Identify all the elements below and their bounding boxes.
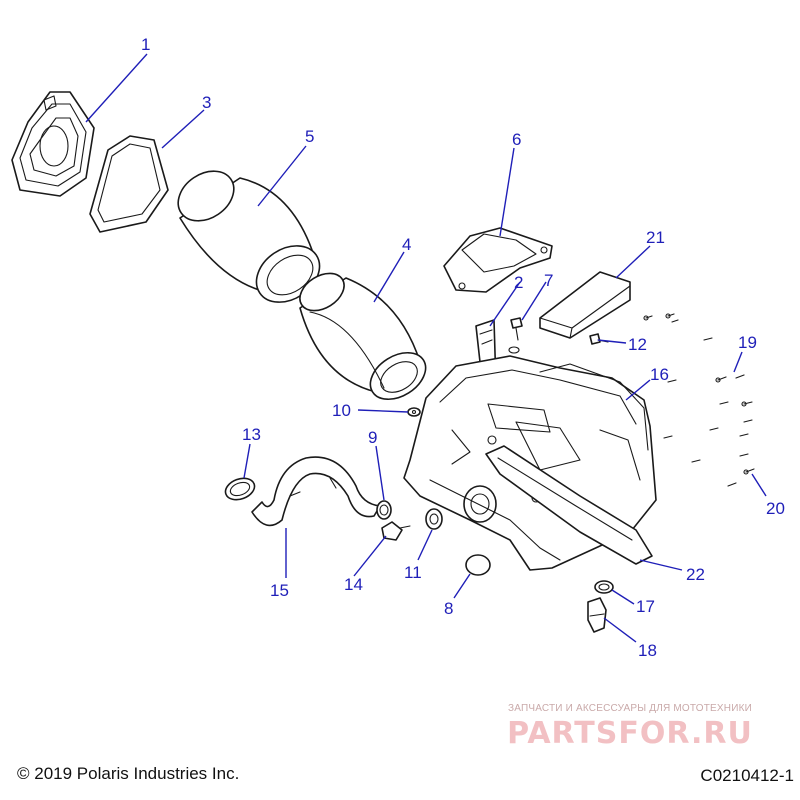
part-13-hose-clamp	[224, 477, 256, 501]
callout-10: 10	[332, 401, 351, 420]
callout-7: 7	[544, 271, 553, 290]
part-7-screw	[508, 317, 523, 354]
part-21-foam-block	[539, 271, 631, 339]
leader-8	[453, 573, 471, 599]
leader-22	[639, 559, 683, 571]
callout-11: 11	[404, 563, 422, 582]
leader-6	[499, 147, 515, 237]
callout-12: 12	[628, 335, 647, 354]
watermark-logo: PARTSFOR.RU	[507, 716, 753, 751]
leader-9	[375, 445, 385, 501]
callout-labels: 1 2 3 4 5 6 7 8 9 10 11 12 13 14 15 16 1…	[141, 35, 785, 660]
leader-1	[85, 53, 148, 123]
part-17-o-ring	[594, 580, 614, 594]
watermark-tagline: ЗАПЧАСТИ И АКСЕССУАРЫ ДЛЯ МОТОТЕХНИКИ	[507, 703, 753, 714]
leader-20	[751, 473, 767, 497]
part-12-screw	[589, 333, 609, 345]
part-19-screws	[643, 313, 753, 463]
leader-11	[417, 529, 433, 561]
callout-6: 6	[512, 130, 521, 149]
callout-19: 19	[738, 333, 757, 352]
leader-14	[353, 535, 387, 577]
part-14-valve-fitting	[381, 521, 411, 541]
callout-16: 16	[650, 365, 669, 384]
callout-20: 20	[766, 499, 785, 518]
leader-19	[733, 351, 743, 373]
part-6-cover-plate	[443, 227, 553, 293]
callout-4: 4	[402, 235, 411, 254]
drawing-number: C0210412-1	[700, 766, 794, 785]
part-11-grommet	[425, 508, 443, 530]
watermark: ЗАПЧАСТИ И АКСЕССУАРЫ ДЛЯ МОТОТЕХНИКИ PA…	[480, 703, 780, 751]
callout-15: 15	[270, 581, 289, 600]
leader-12	[597, 339, 627, 344]
callout-9: 9	[368, 428, 377, 447]
callout-5: 5	[305, 127, 314, 146]
part-5-prefilter-sleeve	[177, 170, 321, 303]
callout-14: 14	[344, 575, 363, 594]
part-8-plug	[465, 554, 491, 576]
callout-22: 22	[686, 565, 705, 584]
leader-7	[521, 281, 547, 321]
leader-17	[611, 589, 635, 605]
part-18-drain-valve	[587, 597, 607, 633]
callout-3: 3	[202, 93, 211, 112]
callout-13: 13	[242, 425, 261, 444]
part-4-air-filter	[299, 272, 427, 401]
part-3-gasket	[89, 135, 169, 233]
part-9-clamp	[376, 500, 392, 520]
leader-3	[161, 109, 205, 149]
leader-21	[615, 245, 651, 279]
part-1-airbox-cover	[11, 91, 95, 197]
copyright-notice: © 2019 Polaris Industries Inc.	[17, 764, 240, 783]
callout-18: 18	[638, 641, 657, 660]
leader-10	[357, 409, 409, 413]
callout-8: 8	[444, 599, 453, 618]
leader-lines	[85, 53, 767, 643]
part-15-drain-hose	[251, 456, 381, 527]
callout-21: 21	[646, 228, 665, 247]
callout-1: 1	[141, 35, 150, 54]
leader-2	[489, 281, 521, 327]
callout-2: 2	[514, 273, 523, 292]
callout-17: 17	[636, 597, 655, 616]
leader-13	[243, 443, 251, 479]
part-22-strap	[485, 445, 653, 565]
part-10-washer	[407, 407, 421, 417]
leader-4	[373, 251, 405, 303]
part-20-screws	[727, 468, 755, 487]
leader-18	[603, 617, 637, 643]
leader-16	[625, 379, 651, 401]
leader-5	[257, 145, 307, 207]
